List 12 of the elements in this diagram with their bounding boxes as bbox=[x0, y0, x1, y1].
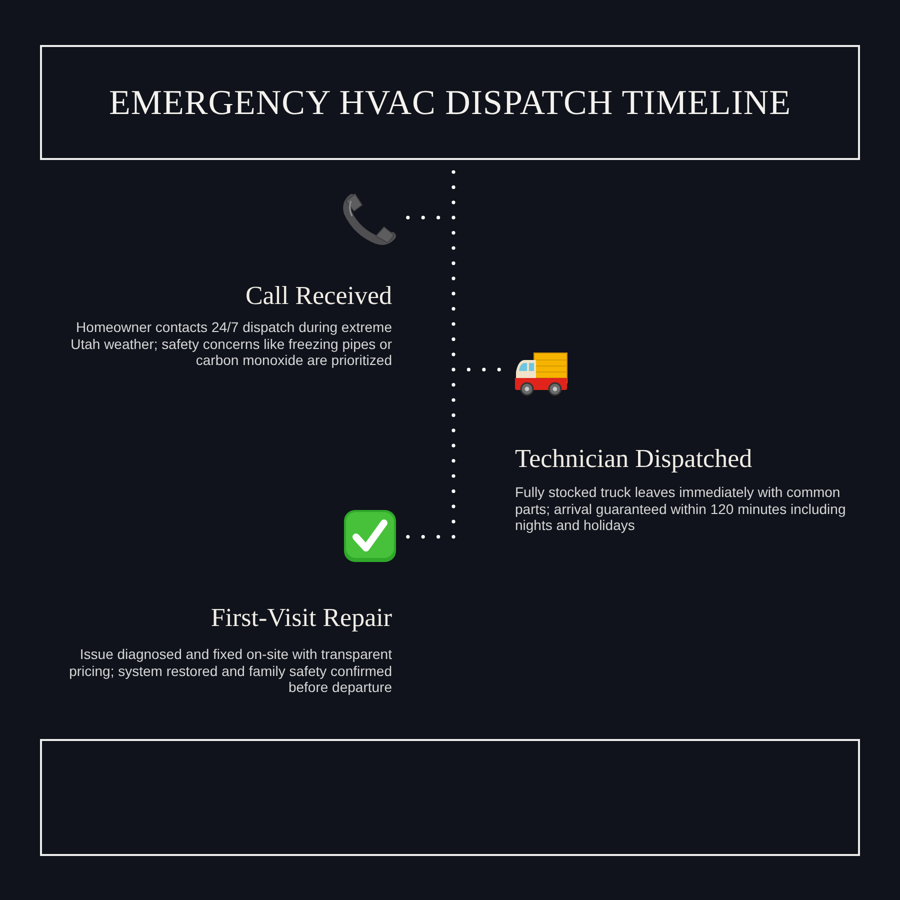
truck-icon bbox=[514, 352, 568, 396]
check-mark-icon bbox=[344, 510, 396, 562]
title: EMERGENCY HVAC DISPATCH TIMELINE bbox=[108, 82, 792, 122]
telephone-icon bbox=[343, 192, 396, 244]
step-description: Issue diagnosed and fixed on-site with transparent pricing; system restored and family safety confirmed before departure bbox=[68, 646, 392, 696]
timeline-spine bbox=[450, 168, 457, 540]
step-heading: Call Received bbox=[244, 280, 392, 311]
step-heading: Technician Dispatched bbox=[515, 443, 754, 474]
step-description: Homeowner contacts 24/7 dispatch during extreme Utah weather; safety concerns like freezing pipes or carbon monoxide are prioritized bbox=[70, 319, 392, 368]
footer-panel bbox=[40, 739, 860, 856]
step-description: Fully stocked truck leaves immediately with common parts; arrival guaranteed within 120 minutes including nights and holidays bbox=[515, 484, 847, 534]
step-heading: First-Visit Repair bbox=[210, 602, 392, 633]
